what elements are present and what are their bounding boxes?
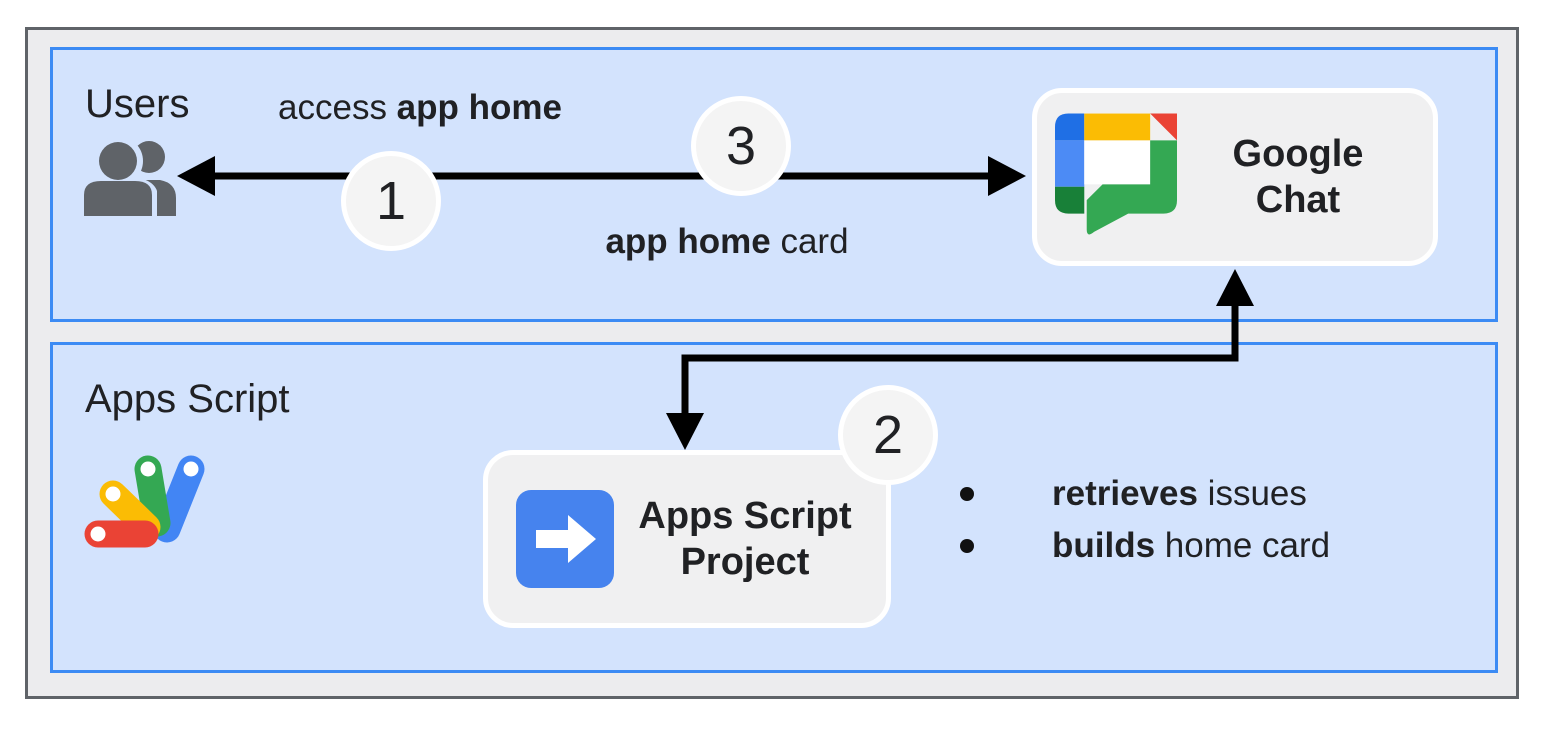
step-badge-1: 1 <box>341 151 441 251</box>
edge-label-card-bold: app home <box>605 222 771 261</box>
google-chat-title: Google Chat <box>1177 131 1433 223</box>
apps-script-section-label: Apps Script <box>85 377 290 421</box>
apps-script-project-title: Apps Script Project <box>614 493 886 585</box>
bullet-text: builds home card <box>1052 526 1330 566</box>
edge-label-access-prefix: access <box>278 88 397 127</box>
node-apps-script-project: Apps Script Project <box>483 450 891 628</box>
users-icon <box>79 136 180 223</box>
bullet-text: retrieves issues <box>1052 474 1307 514</box>
bullet-bold: builds <box>1052 526 1156 565</box>
google-chat-logo <box>1055 113 1177 241</box>
step-badge-3: 3 <box>691 96 791 196</box>
bullet-rest: home card <box>1155 526 1331 565</box>
apps-script-project-title-line2: Project <box>680 541 810 583</box>
bullet-dot-icon <box>960 487 974 501</box>
step-badge-2: 2 <box>838 385 938 485</box>
edge-label-app-home-card: app home card <box>537 222 917 262</box>
bullet-rest: issues <box>1197 474 1307 513</box>
bullet-bold: retrieves <box>1052 474 1198 513</box>
users-section-label: Users <box>85 82 190 126</box>
edge-label-access-bold: app home <box>396 88 562 127</box>
edge-label-access-app-home: access app home <box>230 88 610 128</box>
google-chat-title-line2: Chat <box>1255 179 1341 221</box>
apps-script-logo <box>84 453 208 558</box>
arrow-right-icon <box>516 490 614 588</box>
google-chat-title-line1: Google <box>1232 133 1364 175</box>
bullet-item-builds-home-card: builds home card <box>960 526 1330 566</box>
edge-label-card-suffix: card <box>770 222 849 261</box>
bullet-item-retrieves-issues: retrieves issues <box>960 474 1307 514</box>
bullet-dot-icon <box>960 539 974 553</box>
apps-script-project-title-line1: Apps Script <box>638 495 852 537</box>
node-google-chat: Google Chat <box>1032 88 1438 266</box>
